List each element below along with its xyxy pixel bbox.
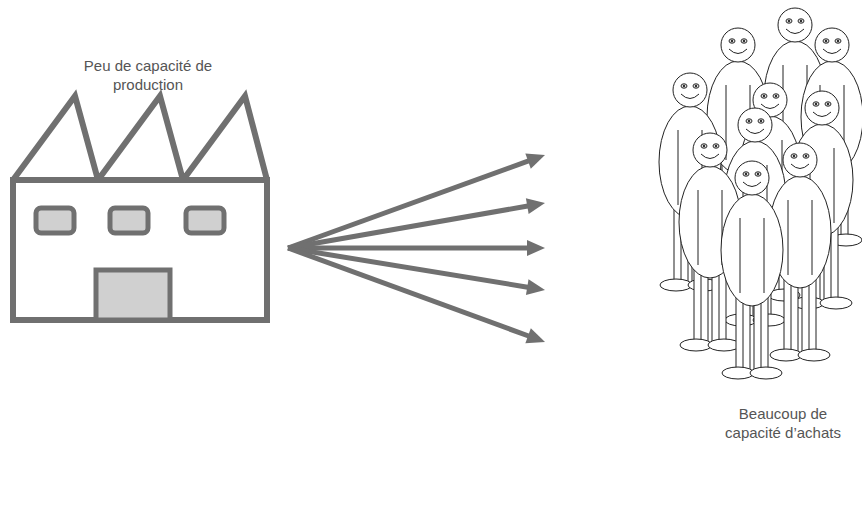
arrow-head (526, 198, 545, 214)
crowd-illustration (545, 0, 862, 475)
flow-arrow (288, 198, 545, 248)
crowd-node: Beaucoup de capacité d’achats (545, 0, 862, 475)
arrow-head (525, 154, 545, 169)
node-label: Beaucoup de capacité d’achats (710, 404, 856, 442)
arrow-line (288, 160, 530, 248)
node-label: Peu de capacité de production (48, 56, 248, 94)
arrow-head (527, 240, 545, 256)
arrow-line (288, 206, 529, 248)
arrow-head (526, 279, 545, 295)
factory-node: Peu de capacité de production (8, 50, 288, 330)
arrow-line (288, 246, 529, 251)
flow-arrow (288, 154, 545, 248)
flow-arrow (288, 248, 545, 343)
arrow-line (288, 248, 529, 287)
flow-arrow (288, 248, 545, 295)
arrow-line (288, 248, 530, 337)
arrow-head (525, 328, 545, 343)
